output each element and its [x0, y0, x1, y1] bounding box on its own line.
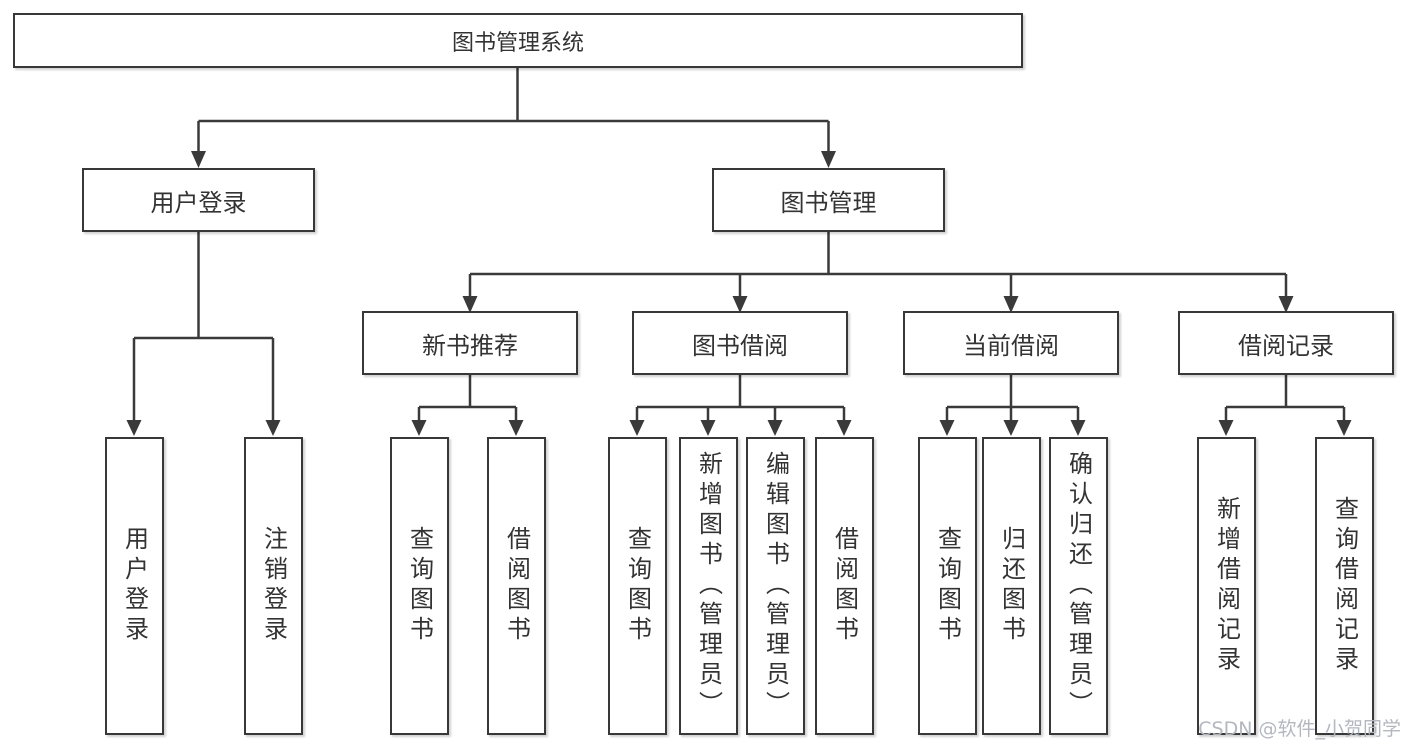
connector-bookmgmt-to-level3: [462, 232, 1294, 313]
node-label: 查询图书: [623, 526, 652, 646]
arrowhead: [939, 420, 1086, 436]
node-label: 新增借阅记录: [1212, 496, 1241, 676]
leaf-logout: 注销登录: [244, 437, 303, 735]
node-label: 用户登录: [120, 526, 149, 646]
node-label: 查询借阅记录: [1330, 496, 1359, 676]
node-label: 用户登录: [150, 188, 247, 217]
leaf-return-books: 归还图书: [982, 437, 1041, 735]
node-root-library-system: 图书管理系统: [13, 13, 1023, 68]
connector-currentborrow-to-leaves: [939, 375, 1086, 436]
leaf-query-borrow-record: 查询借阅记录: [1315, 437, 1374, 735]
node-label: 确认归还（管理员）: [1064, 451, 1093, 721]
node-label: 注销登录: [259, 526, 288, 646]
connector-bookborrow-to-leaves: [629, 375, 852, 436]
leaf-borrow-books: 借阅图书: [815, 437, 874, 735]
arrowhead: [126, 420, 281, 436]
node-label: 新书推荐: [422, 331, 518, 360]
node-label: 归还图书: [997, 526, 1026, 646]
leaf-borrow-books-recommend: 借阅图书: [487, 437, 546, 735]
node-label: 当前借阅: [963, 331, 1059, 360]
node-borrow-record: 借阅记录: [1178, 311, 1394, 375]
arrowhead: [1218, 420, 1352, 436]
arrowhead: [462, 296, 1294, 313]
arrowhead: [191, 151, 836, 168]
node-user-login: 用户登录: [82, 168, 315, 232]
node-label: 图书借阅: [692, 331, 788, 360]
node-label: 借阅图书: [830, 526, 859, 646]
connector-root-to-level2: [191, 67, 836, 168]
leaf-add-books-admin: 新增图书（管理员）: [679, 437, 738, 735]
node-label: 借阅记录: [1238, 331, 1334, 360]
leaf-query-books-borrow: 查询图书: [608, 437, 667, 735]
node-current-borrow: 当前借阅: [903, 311, 1119, 375]
node-label: 图书管理: [780, 188, 877, 217]
arrowhead: [629, 420, 852, 436]
leaf-add-borrow-record: 新增借阅记录: [1197, 437, 1256, 735]
leaf-edit-books-admin: 编辑图书（管理员）: [746, 437, 805, 735]
csdn-watermark: CSDN @软件_小贺同学: [1198, 718, 1401, 740]
node-label: 编辑图书（管理员）: [761, 451, 790, 721]
node-label: 查询图书: [933, 526, 962, 646]
leaf-query-books-recommend: 查询图书: [390, 437, 449, 735]
connector-newbook-to-leaves: [411, 375, 524, 436]
leaf-user-login: 用户登录: [105, 437, 164, 735]
leaf-confirm-return-admin: 确认归还（管理员）: [1049, 437, 1108, 735]
node-book-management: 图书管理: [712, 168, 945, 232]
node-label: 新增图书（管理员）: [694, 451, 723, 721]
node-label: 图书管理系统: [451, 30, 584, 56]
node-new-book-recommend: 新书推荐: [362, 311, 578, 375]
node-label: 查询图书: [405, 526, 434, 646]
node-label: 借阅图书: [502, 526, 531, 646]
leaf-query-books-current: 查询图书: [918, 437, 977, 735]
node-book-borrow: 图书借阅: [632, 311, 848, 375]
arrowhead: [411, 420, 524, 436]
connector-userlogin-to-leaves: [126, 232, 281, 436]
connector-borrowrecord-to-leaves: [1218, 375, 1352, 436]
